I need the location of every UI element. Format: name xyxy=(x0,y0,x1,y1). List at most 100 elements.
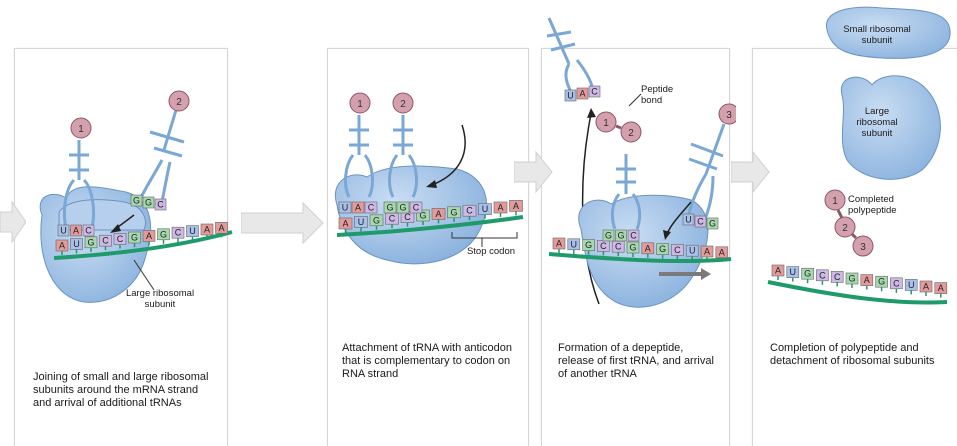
nucleotide-box xyxy=(396,201,410,214)
flow-arrow-3 xyxy=(731,150,770,194)
nucleotide-box xyxy=(383,201,397,214)
flow-arrow-2 xyxy=(514,150,553,194)
nucleotide-letter: U xyxy=(790,267,797,277)
nucleotide-letter: C xyxy=(389,214,396,224)
amino-label-2: 2 xyxy=(842,223,848,234)
nucleotide-letter: C xyxy=(893,278,900,288)
nucleotide-letter: C xyxy=(157,200,164,210)
nucleotide-box xyxy=(130,194,143,207)
nucleotide-box xyxy=(602,229,615,242)
nucleotide-letter: U xyxy=(482,204,489,214)
nucleotide-letter: A xyxy=(435,209,441,219)
label-stop-codon: Stop codon xyxy=(466,246,516,257)
nucleotide-letter: A xyxy=(704,247,710,257)
nucleotide-letter: U xyxy=(189,226,196,236)
caption-panel-2: Attachment of tRNA with anticodon that i… xyxy=(342,342,512,380)
nucleotide-box xyxy=(682,213,695,226)
amino-acid-1 xyxy=(70,117,92,139)
nucleotide-letter: U xyxy=(908,280,915,290)
nucleotide-box xyxy=(564,89,577,102)
label-small-ribosomal-subunit: Small ribosomal subunit xyxy=(843,24,911,46)
amino-acid-2 xyxy=(168,90,190,112)
nucleotide-letter: C xyxy=(175,228,182,238)
flow-arrow-0 xyxy=(0,200,26,244)
amino-label-1: 1 xyxy=(357,99,363,110)
nucleotide-box xyxy=(588,85,601,98)
nucleotide-letter: A xyxy=(73,226,79,236)
nucleotide-letter: G xyxy=(373,215,380,225)
large-ribosomal-subunit xyxy=(840,75,941,180)
nucleotide-box xyxy=(706,217,719,230)
nucleotide-letter: C xyxy=(404,212,411,222)
nucleotide-box xyxy=(509,200,523,212)
nucleotide-box xyxy=(694,215,707,228)
amino-acid-1 xyxy=(824,189,846,211)
nucleotide-letter: A xyxy=(719,247,725,257)
mrna-strand xyxy=(336,215,524,237)
trna-3 xyxy=(687,123,726,220)
nucleotide-letter: A xyxy=(513,201,519,211)
amino-acid-2 xyxy=(620,121,642,143)
nucleotide-letter: A xyxy=(204,225,210,235)
released-trna xyxy=(546,17,595,93)
nucleotide-letter: U xyxy=(571,239,578,249)
nucleotide-letter: A xyxy=(497,203,503,213)
nucleotide-box xyxy=(70,224,82,237)
nucleotide-box xyxy=(57,224,70,237)
nucleotide-letter: A xyxy=(342,219,348,229)
nucleotide-letter: C xyxy=(615,242,622,252)
nucleotide-letter: A xyxy=(645,243,651,253)
nucleotide-letter: C xyxy=(117,234,124,244)
nucleotide-letter: C xyxy=(85,226,92,236)
trna-2 xyxy=(610,154,642,230)
amino-label-3: 3 xyxy=(726,110,732,121)
nucleotide-letter: G xyxy=(709,219,716,229)
label-large-ribosomal-subunit: Large ribosomal subunit xyxy=(125,288,195,310)
nucleotide-letter: A xyxy=(218,223,224,233)
amino-label-2: 2 xyxy=(628,128,634,139)
nucleotide-letter: C xyxy=(413,203,420,213)
nucleotide-letter: A xyxy=(146,231,152,241)
nucleotide-letter: U xyxy=(358,217,365,227)
nucleotide-letter: G xyxy=(804,269,811,279)
nucleotide-letter: G xyxy=(605,231,612,241)
nucleotide-box xyxy=(351,201,365,214)
nucleotide-letter: C xyxy=(102,236,109,246)
flow-arrow-1 xyxy=(241,201,324,245)
nucleotide-letter: G xyxy=(629,243,636,253)
nucleotide-letter: A xyxy=(59,241,65,251)
nucleotide-letter: G xyxy=(659,244,666,254)
label-large-ribosomal-subunit: Large ribosomal subunit xyxy=(856,106,898,139)
label-completed-polypeptide: Completed polypeptide xyxy=(848,194,897,216)
nucleotide-letter: C xyxy=(630,231,637,241)
mrna-strand xyxy=(767,280,948,305)
nucleotide-letter: C xyxy=(834,272,841,282)
mrna-strand xyxy=(548,252,732,264)
nucleotide-letter: A xyxy=(579,89,585,99)
nucleotide-letter: A xyxy=(775,266,781,276)
nucleotide-box xyxy=(576,87,589,100)
nucleotide-letter: C xyxy=(368,203,375,213)
amino-label-1: 1 xyxy=(603,118,609,129)
amino-acid-3 xyxy=(718,103,736,125)
nucleotide-box xyxy=(82,224,95,237)
nucleotide-letter: G xyxy=(145,198,152,208)
nucleotide-letter: G xyxy=(160,229,167,239)
caption-panel-4: Completion of polypeptide and detachment… xyxy=(770,342,935,367)
nucleotide-letter: A xyxy=(556,239,562,249)
nucleotide-letter: G xyxy=(617,231,624,241)
nucleotide-box xyxy=(154,198,167,211)
nucleotide-letter: A xyxy=(864,275,870,285)
nucleotide-letter: G xyxy=(133,196,140,206)
